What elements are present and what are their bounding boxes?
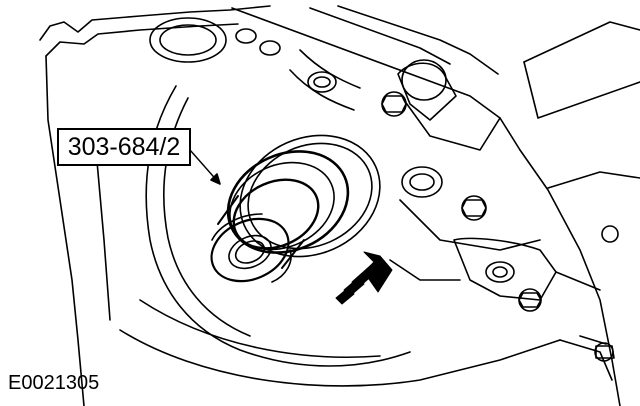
callout-leader	[189, 149, 221, 185]
bolt-head-bottom-right	[594, 342, 615, 362]
seal-installer-tool	[210, 150, 350, 283]
mounting-bracket	[389, 59, 541, 281]
bolt-heads	[381, 91, 619, 362]
housing-outline	[39, 5, 640, 406]
bolt-head-far-right	[601, 225, 619, 243]
bolt-head-lower-right	[518, 288, 542, 312]
seal-bore	[239, 134, 381, 258]
figure-id: E0021305	[8, 372, 100, 394]
bolt-head-right	[461, 195, 487, 221]
housing-tab	[453, 237, 601, 301]
install-direction-arrow	[335, 251, 393, 305]
bolt-head-upper	[381, 91, 407, 117]
tool-number-callout: 303-684/2	[57, 128, 191, 166]
